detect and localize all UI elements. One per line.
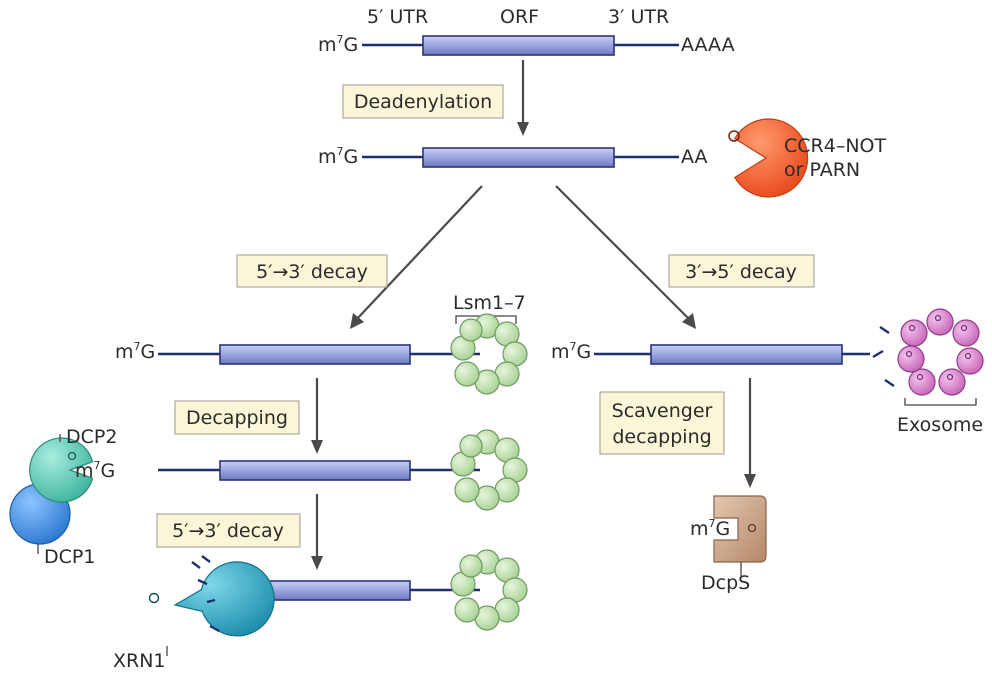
nucleotide-fragments — [872, 326, 895, 387]
decay-3to5-label: 3′→5′ decay — [685, 261, 797, 283]
dcps-cap-label: m7G — [690, 517, 730, 540]
decay-3to5-box — [668, 254, 815, 288]
xrn1-label: XRN1 — [113, 650, 166, 672]
cap-label: m7G — [551, 340, 591, 363]
exosome-icon — [897, 308, 984, 396]
polya-tail-short: AA — [681, 146, 708, 168]
ccr4-label-line1: CCR4–NOT — [784, 135, 886, 157]
polya-tail-long: AAAA — [681, 34, 735, 56]
arrowhead-scavenger — [744, 474, 756, 488]
orf-box — [422, 35, 615, 56]
scavenger-box — [599, 391, 725, 455]
arrowhead-branch-3to5 — [682, 313, 696, 329]
dcps-active-site — [747, 523, 757, 533]
dcp2-label: DCP2 — [66, 426, 117, 448]
xrn1-enzyme-icon — [173, 561, 275, 637]
scavenger-label-line1: Scavenger — [612, 400, 713, 422]
decay-5to3-second-label: 5′→3′ decay — [172, 520, 284, 542]
deadenylation-box — [342, 84, 504, 119]
mrna-decapped — [158, 460, 480, 481]
scavenger-label-line2: decapping — [612, 426, 711, 448]
orf-box — [219, 344, 411, 365]
decapping-label: Decapping — [186, 407, 288, 429]
nucleotide-fragments — [191, 555, 220, 633]
mrna-exosome-bound: m7G — [551, 340, 870, 365]
exosome-bracket — [904, 398, 977, 406]
arrowhead-decapping — [311, 440, 323, 454]
arrowhead-branch-5to3 — [350, 313, 364, 329]
cap-m: m — [318, 34, 337, 56]
deadenylation-label: Deadenylation — [354, 91, 492, 113]
dcp2-icon — [29, 437, 94, 503]
orf-box — [219, 460, 411, 481]
orf-box — [650, 344, 843, 365]
arrow-branch-5to3 — [355, 185, 483, 321]
utr3-label: 3′ UTR — [608, 6, 669, 28]
dcp1-label: DCP1 — [44, 546, 95, 568]
mrna-deadenylated: m7G AA — [318, 145, 708, 168]
released-cap-label: m7G — [75, 459, 115, 482]
orf-box — [422, 147, 615, 168]
decay-5to3-second-box — [156, 513, 301, 548]
dcps-label: DcpS — [701, 572, 750, 594]
dcps-enzyme-icon — [713, 495, 767, 563]
utr5-label: 5′ UTR — [367, 6, 428, 28]
lsm-ring-icon — [450, 429, 528, 511]
mrna-full: 5′ UTR ORF 3′ UTR m7G AAAA — [318, 6, 735, 56]
orf-label: ORF — [500, 6, 539, 28]
dcp2-active-site — [67, 451, 77, 461]
arrowhead-deadenylation — [517, 122, 529, 136]
lsm-ring-icon — [450, 313, 528, 395]
lsm-label: Lsm1–7 — [453, 292, 526, 314]
decay-5to3-box — [236, 254, 388, 288]
cap-g: G — [344, 34, 359, 56]
exosome-label: Exosome — [897, 414, 983, 436]
mrna-lsm-bound: m7G — [115, 340, 480, 365]
ccr4-active-site — [728, 130, 740, 142]
cap-sup: 7 — [337, 33, 344, 46]
decay-5to3-label: 5′→3′ decay — [256, 261, 368, 283]
xrn1-active-site — [148, 592, 160, 604]
ccr4-not-enzyme-icon — [733, 118, 809, 198]
cap-label: m7G — [115, 340, 155, 363]
ccr4-label-line2: or PARN — [784, 159, 860, 181]
arrow-branch-3to5 — [555, 185, 691, 321]
decapping-box — [174, 400, 300, 435]
arrowhead-xrn1-decay — [311, 556, 323, 570]
cap-label: m7G — [318, 33, 358, 56]
cap-label: m7G — [318, 145, 358, 168]
lsm-ring-icon — [450, 549, 528, 631]
